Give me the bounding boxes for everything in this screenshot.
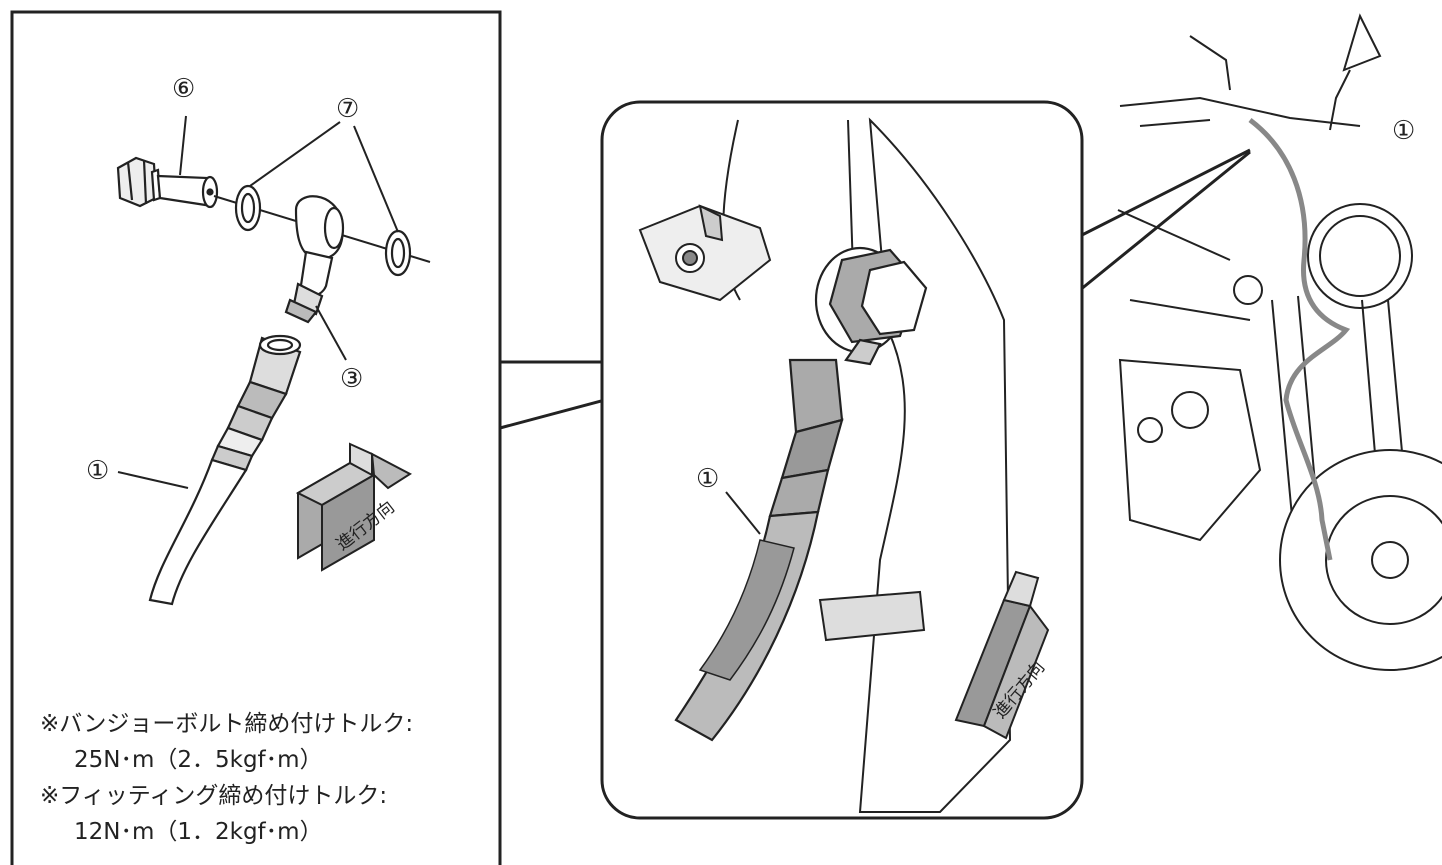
banjo-fitting-drawing (284, 195, 345, 324)
closeup-detail-panel (600, 100, 1084, 820)
motorcycle-overview (1117, 13, 1442, 671)
callout-banjo-bolt-6: ⑥ (172, 74, 196, 104)
banjo-bolt-closeup (814, 246, 928, 366)
banjo-bolt-drawing (116, 156, 219, 209)
callout-hose-1-overview: ① (1392, 116, 1416, 146)
washer-1-drawing (234, 184, 262, 232)
callout-hose-1-detail: ① (696, 464, 720, 494)
exploded-view-panel (10, 10, 502, 865)
fitting-torque-value: 12N･m（1．2kgf･m） (74, 819, 323, 845)
banjo-torque-title: ※バンジョーボルト締め付けトルク: (40, 711, 414, 737)
callout-fitting-3: ③ (340, 364, 364, 394)
callout-hose-1-left: ① (86, 456, 110, 486)
direction-block-left (295, 442, 412, 572)
master-cylinder-drawing (638, 204, 772, 302)
fitting-torque-title: ※フィッティング締め付けトルク: (40, 783, 388, 809)
brake-hose-route (1248, 118, 1351, 561)
hose-fitting-drawing (210, 334, 302, 472)
direction-block-right (954, 570, 1050, 740)
washer-2-drawing (384, 229, 412, 277)
banjo-torque-value: 25N･m（2．5kgf･m） (74, 747, 323, 773)
callout-leaders (117, 115, 399, 489)
callout-washer-7: ⑦ (336, 94, 360, 124)
hose-fitting-closeup (768, 358, 844, 518)
brake-hose-drawing (148, 458, 248, 606)
